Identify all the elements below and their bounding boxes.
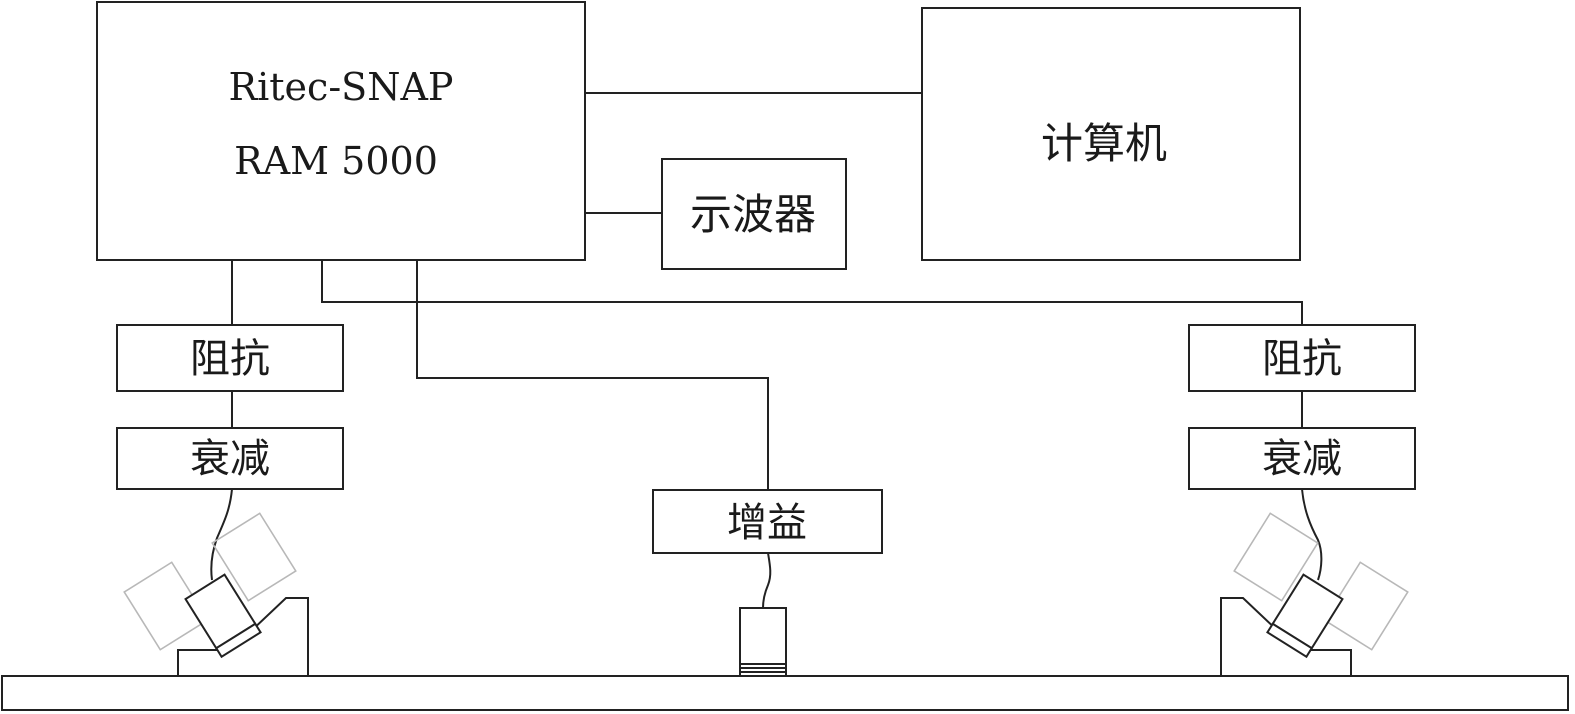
wire-system-to-right-impedance: [321, 260, 1303, 325]
left-transducer-icon: [184, 573, 262, 659]
specimen-plate: [1, 675, 1569, 711]
computer: 计算机: [921, 7, 1301, 261]
right-transducer-ghost-b: [1233, 512, 1319, 602]
computer-box: [921, 7, 1301, 261]
wire-system-to-gain: [416, 260, 769, 490]
system-name-line2: RAM 5000: [234, 139, 438, 183]
right-impedance-label: 阻抗: [1262, 336, 1342, 382]
left-attenuation-label: 衰减: [190, 436, 270, 482]
gain-amplifier: 增益: [652, 489, 883, 554]
sensor-body: [739, 607, 787, 677]
gain-box: [652, 489, 883, 554]
oscilloscope-box: [661, 158, 847, 270]
connection-wires: [210, 92, 1323, 609]
right-attenuation-box: [1188, 427, 1416, 490]
right-angle-transducer: [1220, 512, 1409, 677]
left-impedance-box: [116, 324, 344, 392]
right-transducer-icon: [1266, 573, 1344, 659]
right-impedance-box: [1188, 324, 1416, 392]
ritec-snap-system: Ritec-SNAP RAM 5000: [96, 1, 586, 261]
left-angle-transducer: [123, 512, 309, 677]
computer-label: 计算机: [1041, 119, 1167, 168]
system-box: [96, 1, 586, 261]
wire-right-attenuation-to-transducer: [1301, 488, 1323, 581]
left-signal-chain: 阻抗 衰减: [116, 324, 344, 490]
wire-left-attenuation-to-transducer: [210, 488, 233, 581]
oscilloscope: 示波器: [661, 158, 847, 270]
left-impedance-label: 阻抗: [190, 336, 270, 382]
wire-gain-to-sensor: [762, 552, 772, 609]
right-transducer-ghost-a: [1323, 561, 1409, 651]
left-attenuation-box: [116, 427, 344, 490]
system-name-line1: Ritec-SNAP: [229, 65, 454, 109]
right-signal-chain: 阻抗 衰减: [1188, 324, 1416, 490]
oscilloscope-label: 示波器: [690, 190, 816, 239]
right-attenuation-label: 衰减: [1262, 436, 1342, 482]
left-transducer-ghost-b: [211, 512, 297, 602]
gain-label: 增益: [727, 500, 807, 546]
left-transducer-ghost-a: [123, 561, 209, 651]
center-sensor: [739, 607, 787, 677]
